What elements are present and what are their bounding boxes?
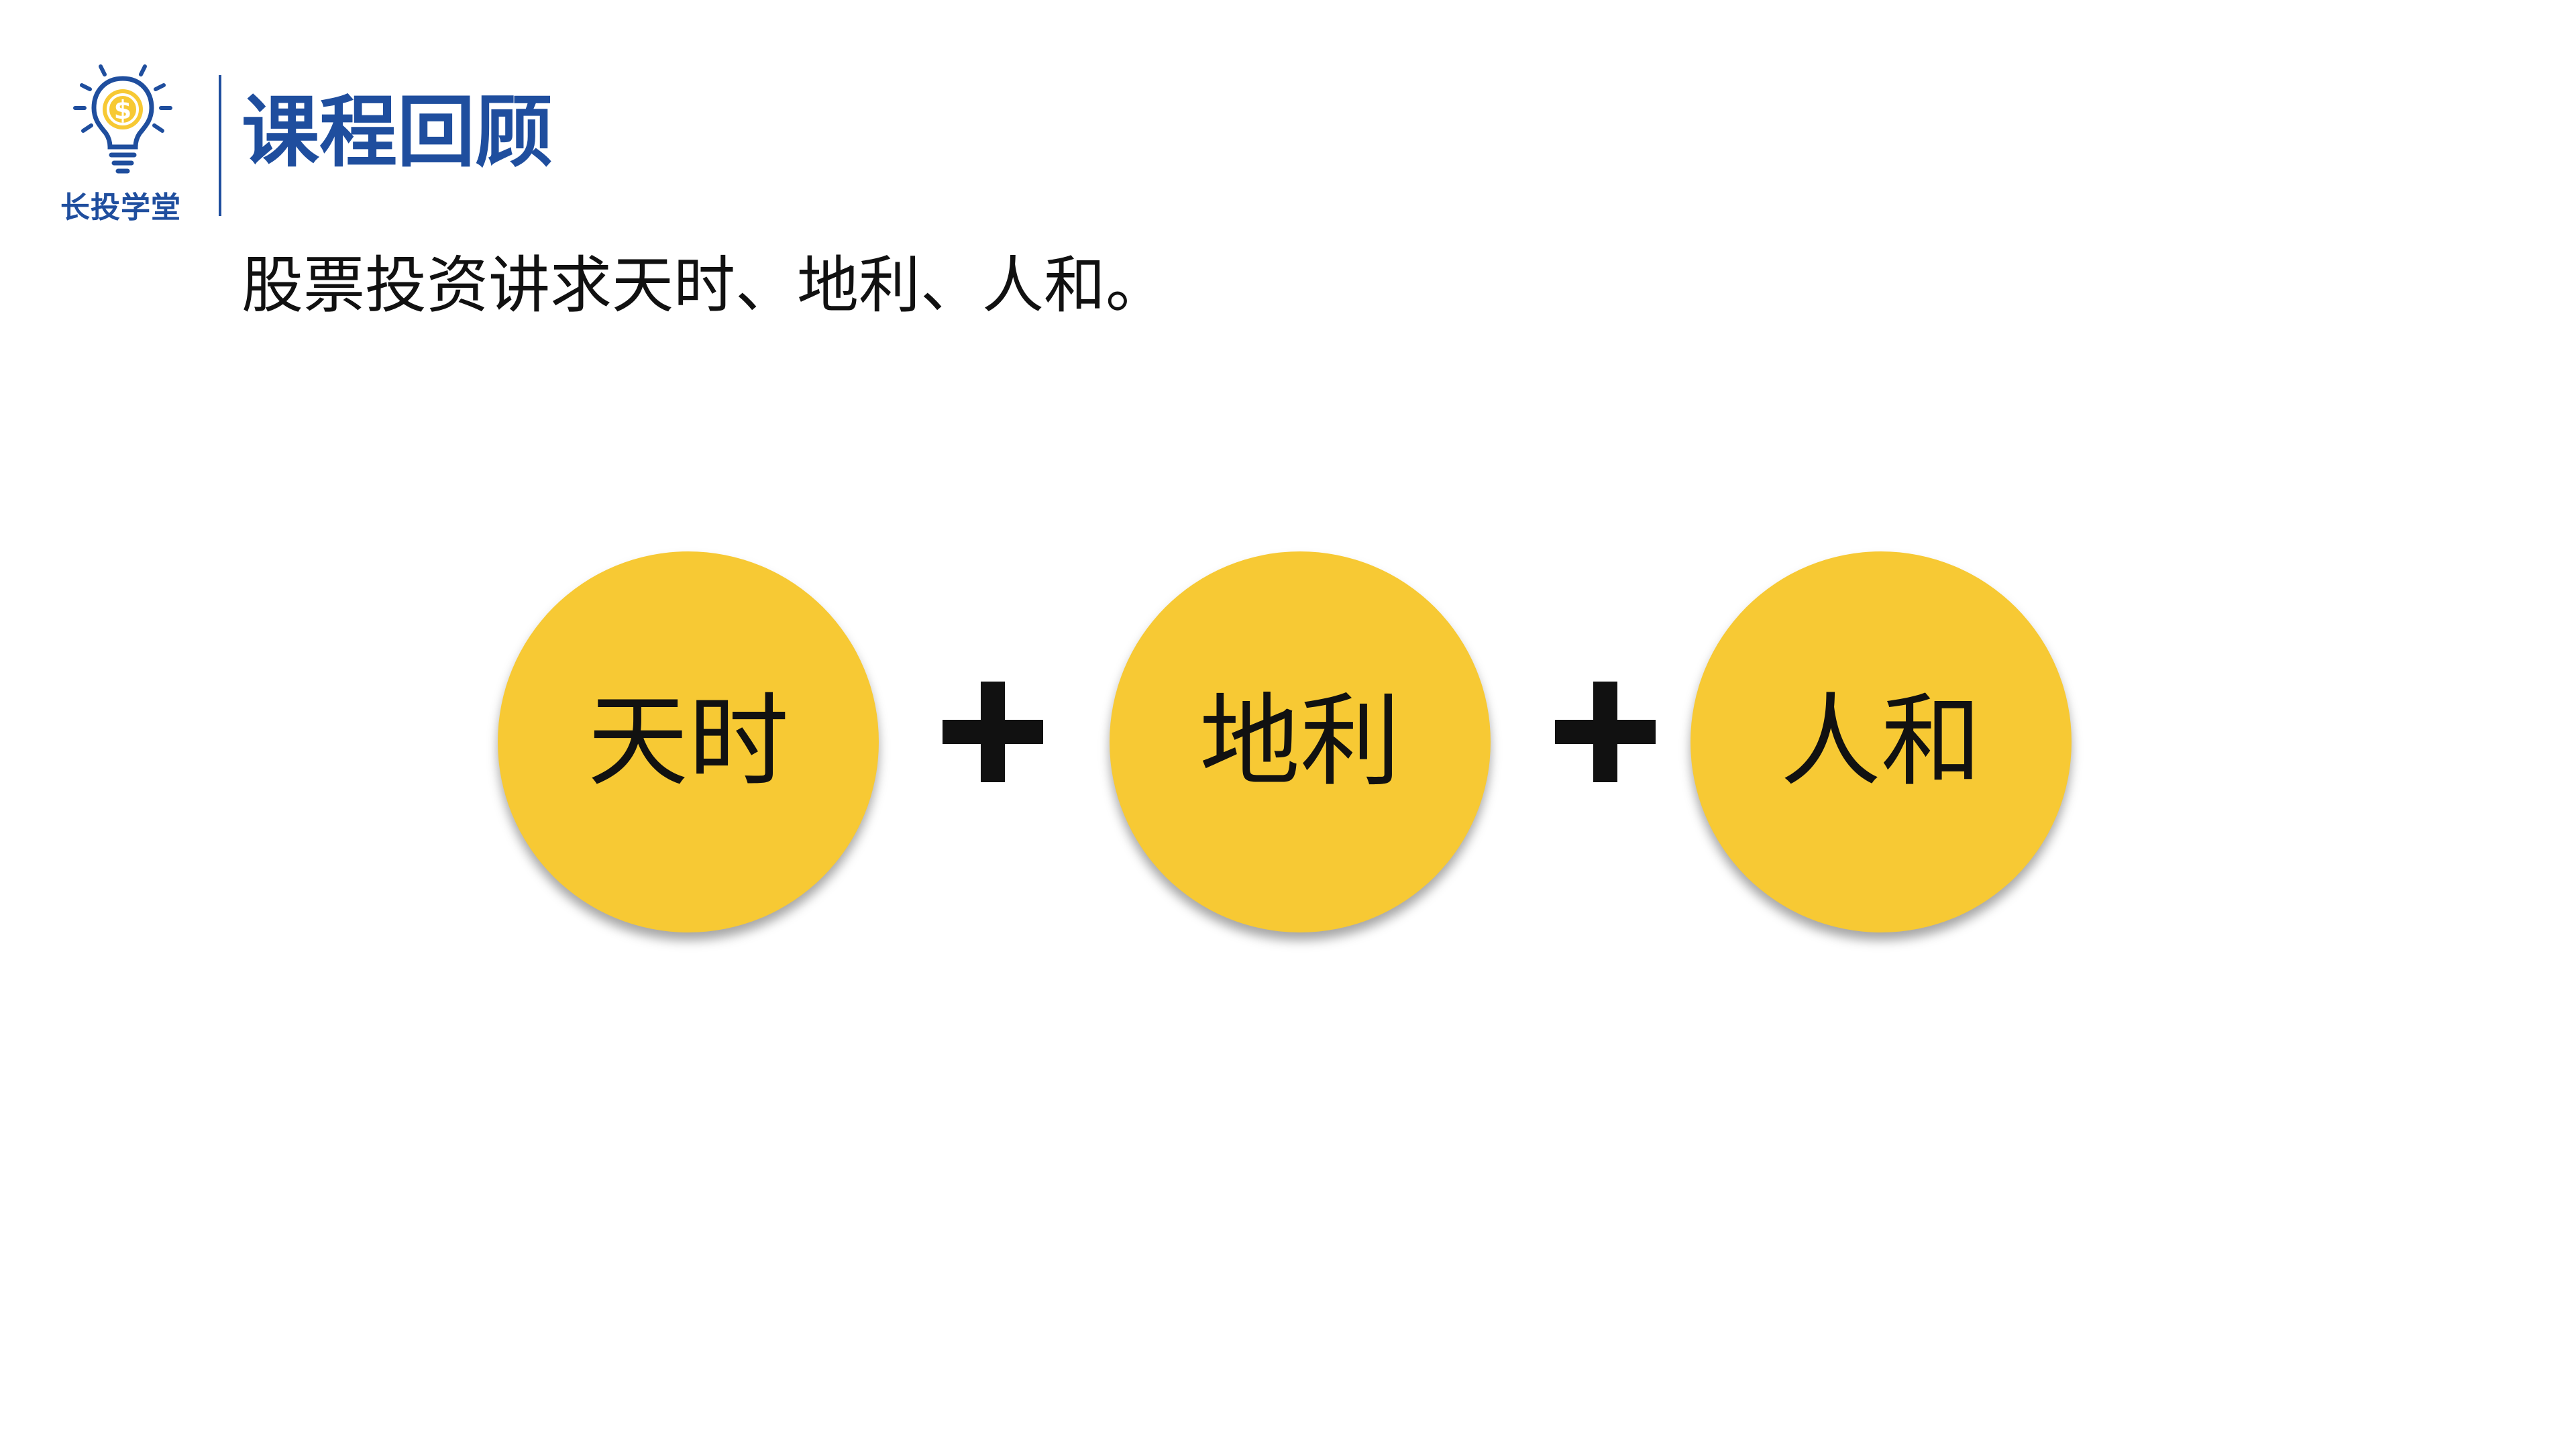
brand-logo: $ 长投学堂 <box>47 57 195 225</box>
factor-circle-harmony: 人和 <box>1690 551 2072 932</box>
lightbulb-dollar-icon: $ <box>73 64 172 174</box>
factor-label: 天时 <box>587 684 789 800</box>
header-divider <box>219 75 221 216</box>
svg-text:$: $ <box>114 95 131 125</box>
factor-label: 人和 <box>1780 684 1982 800</box>
page-title: 课程回顾 <box>241 87 553 178</box>
factor-circle-location: 地利 <box>1110 551 1491 932</box>
factor-label: 地利 <box>1199 684 1401 800</box>
plus-icon <box>1555 682 1656 782</box>
plus-icon <box>943 682 1043 782</box>
subtitle: 股票投资讲求天时、地利、人和。 <box>241 250 1168 321</box>
factor-circle-timing: 天时 <box>498 551 879 932</box>
brand-name: 长投学堂 <box>60 191 181 225</box>
